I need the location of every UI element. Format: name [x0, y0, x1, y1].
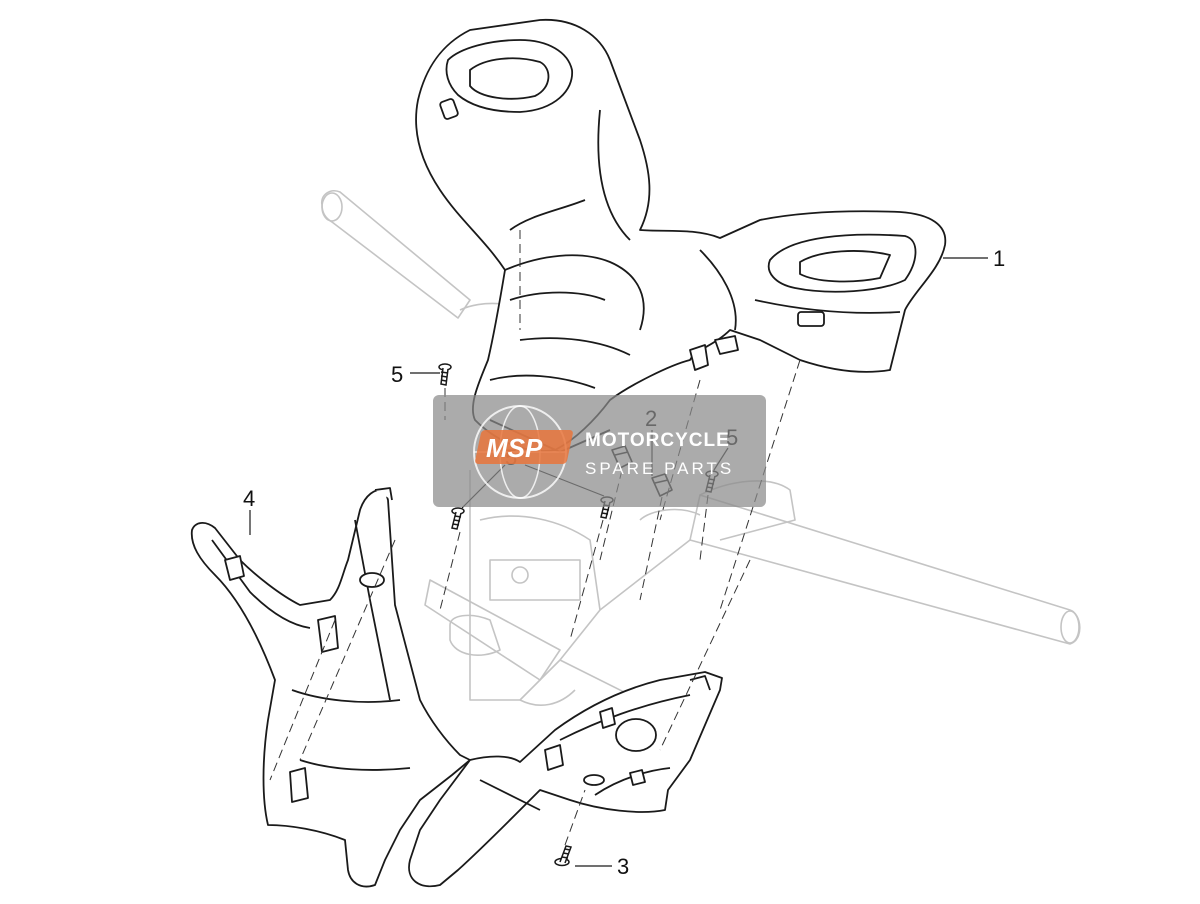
part-1-upper-handlebar-cover: [415, 19, 947, 453]
screw-5-upper-left: [438, 363, 452, 386]
callout-3: 3: [617, 854, 629, 879]
screw-5-center-left: [451, 507, 465, 530]
watermark-logo-badge: MSP: [475, 430, 573, 464]
watermark: MSP MOTORCYCLE SPARE PARTS: [433, 395, 766, 507]
callout-5-upper-left: 5: [391, 362, 403, 387]
callout-4: 4: [243, 486, 255, 511]
watermark-line2: SPARE PARTS: [585, 459, 734, 478]
part-3-right-lower-cover: [408, 671, 723, 888]
watermark-line1: MOTORCYCLE: [585, 430, 730, 451]
watermark-logo-text: MSP: [486, 433, 543, 463]
screw-3: [554, 845, 573, 867]
callout-1: 1: [993, 246, 1005, 271]
